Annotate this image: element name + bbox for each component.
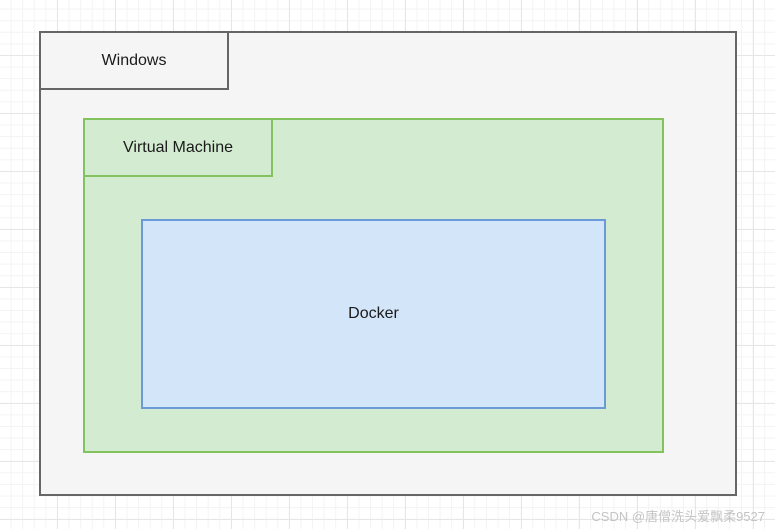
docker-label: Docker [348,305,399,322]
watermark: CSDN @唐僧洗头爱飘柔9527 [591,509,765,524]
virtual-machine-label: Virtual Machine [123,138,233,156]
virtual-machine-label-box: Virtual Machine [83,118,273,177]
windows-label-box: Windows [39,31,229,90]
docker-container: Docker [141,219,606,409]
windows-label: Windows [101,51,167,69]
